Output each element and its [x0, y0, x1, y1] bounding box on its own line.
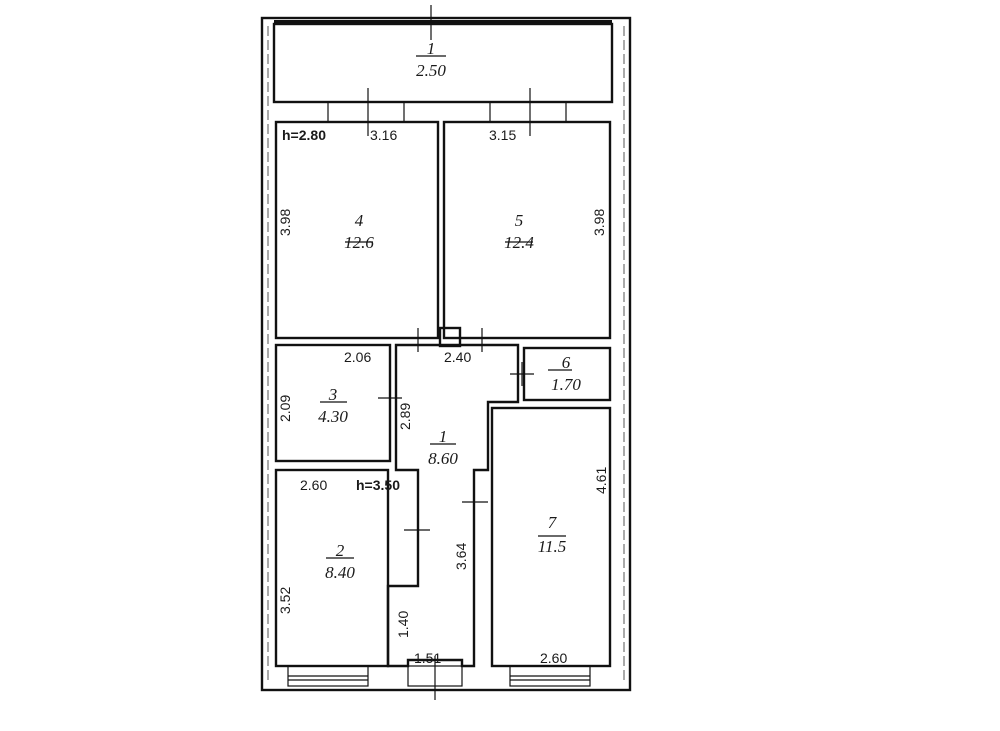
- room-area: 4.30: [318, 407, 348, 426]
- room-area: 2.50: [416, 61, 446, 80]
- room-number: 1: [439, 427, 448, 446]
- dimension-label: 2.09: [277, 395, 293, 422]
- room-area: 1.70: [551, 375, 581, 394]
- room-area: 8.60: [428, 449, 458, 468]
- dimension-label: 1.40: [395, 611, 411, 638]
- dimension-label: 2.60: [300, 477, 327, 493]
- ceiling-height-label: h=3.50: [356, 477, 400, 493]
- dimension-label: 2.89: [397, 403, 413, 430]
- outer-walls: [260, 16, 632, 692]
- room-number: 5: [515, 211, 524, 230]
- dimension-label: 3.52: [277, 587, 293, 614]
- room-4: [274, 120, 440, 340]
- ceiling-height-label: h=2.80: [282, 127, 326, 143]
- dimension-label: 3.64: [453, 543, 469, 570]
- dimension-label: 4.61: [593, 467, 609, 494]
- room-area: 8.40: [325, 563, 355, 582]
- balcony: [272, 5, 614, 136]
- room-number: 4: [355, 211, 364, 230]
- dimension-label: 3.16: [370, 127, 397, 143]
- room-area: 11.5: [538, 537, 567, 556]
- room-number: 2: [336, 541, 345, 560]
- room-number: 6: [562, 353, 571, 372]
- room-number: 1: [427, 39, 436, 58]
- bottom-windows: [287, 656, 591, 700]
- room-6: [510, 346, 612, 402]
- room-5: [442, 120, 612, 340]
- room-area: 12.6: [344, 233, 374, 252]
- dimension-label: 3.98: [277, 209, 293, 236]
- room-area: 12.4: [504, 233, 534, 252]
- dimension-label: 3.98: [591, 209, 607, 236]
- dimension-label: 2.40: [444, 349, 471, 365]
- dimension-label: 1.51: [414, 650, 441, 666]
- dimension-label: 2.06: [344, 349, 371, 365]
- room-number: 3: [328, 385, 338, 404]
- room-number: 7: [548, 513, 558, 532]
- dimension-label: 3.15: [489, 127, 516, 143]
- dimension-label: 2.60: [540, 650, 567, 666]
- room-3: [274, 343, 402, 463]
- hallway: [386, 343, 520, 668]
